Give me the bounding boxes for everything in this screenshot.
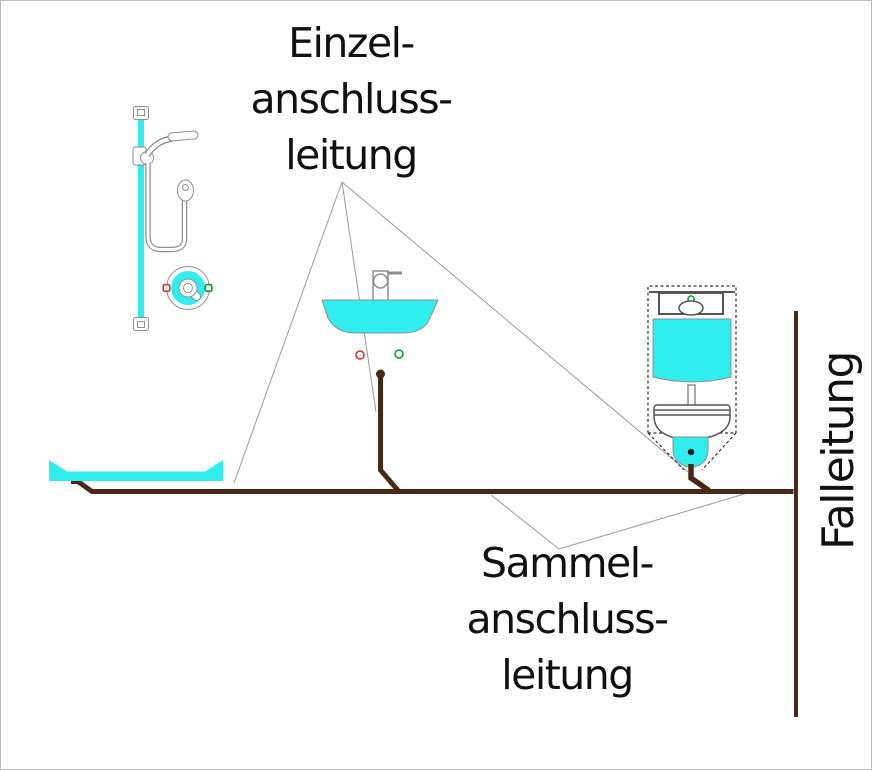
toilet-bowl-rim-lines	[654, 409, 730, 416]
toilet-outlet-dot	[687, 448, 695, 456]
cold-water-indicator-icon	[204, 283, 213, 293]
toilet-drain-pipe	[688, 464, 711, 493]
sammel-pointer-lines	[490, 491, 752, 550]
shower-rail-bottom-cap	[133, 317, 149, 331]
mixer-hub-center	[183, 283, 193, 293]
shower-hose-fill	[146, 163, 186, 251]
sammelanschlussleitung-label: Sammel- anschluss- leitung	[437, 535, 697, 703]
shower-rail-top-cap	[133, 106, 149, 120]
label-line-2: anschluss-	[250, 75, 453, 123]
toilet-flush-pipe	[687, 384, 696, 408]
washbasin-drain-pipe	[378, 374, 400, 493]
shower-rail	[138, 115, 144, 323]
washbasin-bowl	[321, 299, 439, 334]
einzelanschlussleitung-label: Einzel- anschluss- leitung	[221, 15, 481, 183]
shower-fixture	[132, 106, 213, 331]
pointer-line-toilet	[341, 181, 689, 473]
collector-pipe	[71, 479, 794, 494]
bathtub	[49, 460, 223, 481]
shower-mixer-valve	[162, 266, 213, 310]
label-line-2: anschluss-	[466, 595, 669, 643]
faucet-knob	[372, 273, 389, 289]
flush-button	[678, 300, 704, 316]
pointer-line-washbasin	[341, 181, 377, 413]
shower-rail-top-cap-inner	[137, 109, 145, 116]
shower-hose	[145, 163, 188, 253]
shower-rail-bottom-cap-inner	[137, 321, 145, 328]
washbasin-fixture	[321, 270, 439, 493]
shower-hose-outlet-hole	[182, 184, 189, 191]
cold-water-dot-icon	[394, 349, 404, 359]
washbasin-faucet	[372, 270, 402, 302]
label-line-3: leitung	[501, 651, 634, 699]
toilet-cistern	[652, 318, 732, 383]
fallleitung-label: Falleitung	[813, 352, 864, 550]
pointer-line-collector-left	[490, 494, 560, 550]
toilet-fixture	[647, 285, 737, 493]
hot-water-indicator-icon	[162, 283, 171, 293]
hot-water-dot-icon	[355, 350, 365, 360]
label-line-1: Sammel-	[481, 539, 654, 587]
hand-shower-head	[167, 130, 199, 142]
label-line-3: leitung	[285, 131, 418, 179]
pointer-line-bathtub	[233, 181, 343, 484]
label-line-1: Einzel-	[288, 19, 415, 67]
pointer-line-collector-right	[558, 491, 752, 550]
einzel-pointer-lines	[233, 181, 689, 484]
